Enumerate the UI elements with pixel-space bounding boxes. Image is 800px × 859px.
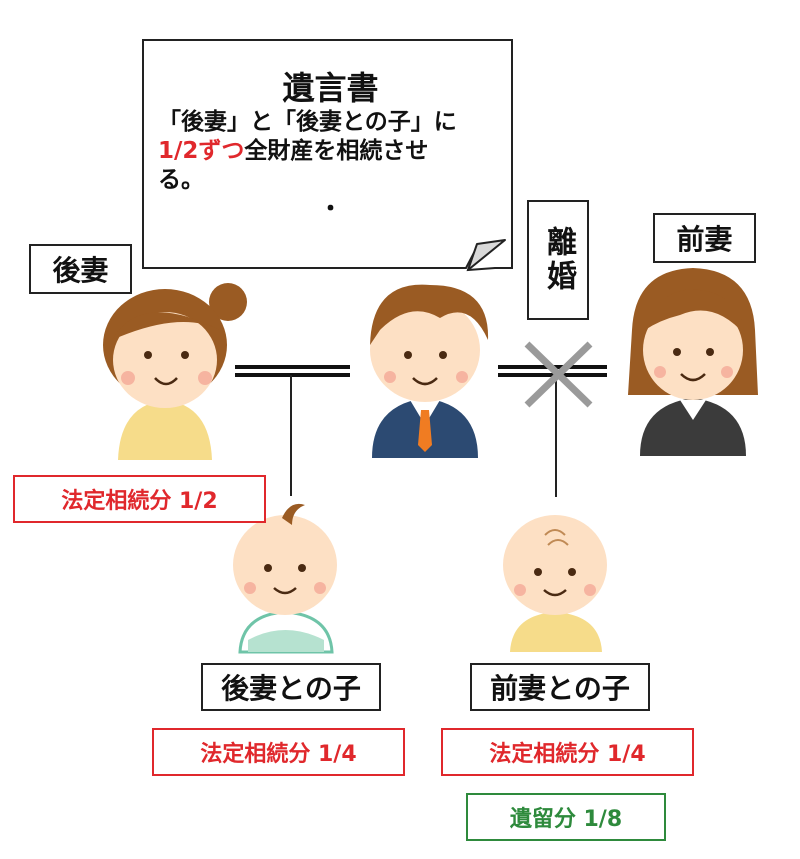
will-share-highlight: 1/2ずつ <box>158 138 245 164</box>
divorce-label: 離婚 <box>527 200 589 320</box>
second-wife-child-figure <box>233 503 337 654</box>
marriage-line <box>235 365 350 377</box>
second-wife-label: 後妻 <box>29 244 132 294</box>
will-line-2-rest: 全財産を相続させ <box>244 138 429 164</box>
husband-figure <box>370 284 489 458</box>
ex-wife-child-figure <box>503 515 607 652</box>
will-text: 遺言書 「後妻」と「後妻との子」に 1/2ずつ全財産を相続させ る。 ・ <box>158 68 503 224</box>
second-wife-child-label: 後妻との子 <box>201 663 381 711</box>
second-wife-child-share: 法定相続分 1/4 <box>152 728 405 776</box>
will-line-1: 「後妻」と「後妻との子」に <box>158 109 457 135</box>
will-speech-bubble <box>142 39 513 272</box>
will-dot: ・ <box>319 196 342 222</box>
ex-wife-figure <box>628 268 758 456</box>
ex-wife-child-label: 前妻との子 <box>470 663 650 711</box>
will-title: 遺言書 <box>282 69 379 107</box>
will-line-2: 1/2ずつ全財産を相続させ <box>158 137 503 166</box>
ex-wife-child-share: 法定相続分 1/4 <box>441 728 694 776</box>
divorce-cross-icon <box>524 341 593 408</box>
ex-wife-label: 前妻 <box>653 213 756 263</box>
ex-wife-child-reserved-share: 遺留分 1/8 <box>466 793 666 841</box>
second-wife-figure <box>103 283 247 460</box>
second-wife-share: 法定相続分 1/2 <box>13 475 266 523</box>
will-line-3: る。 <box>158 167 204 193</box>
